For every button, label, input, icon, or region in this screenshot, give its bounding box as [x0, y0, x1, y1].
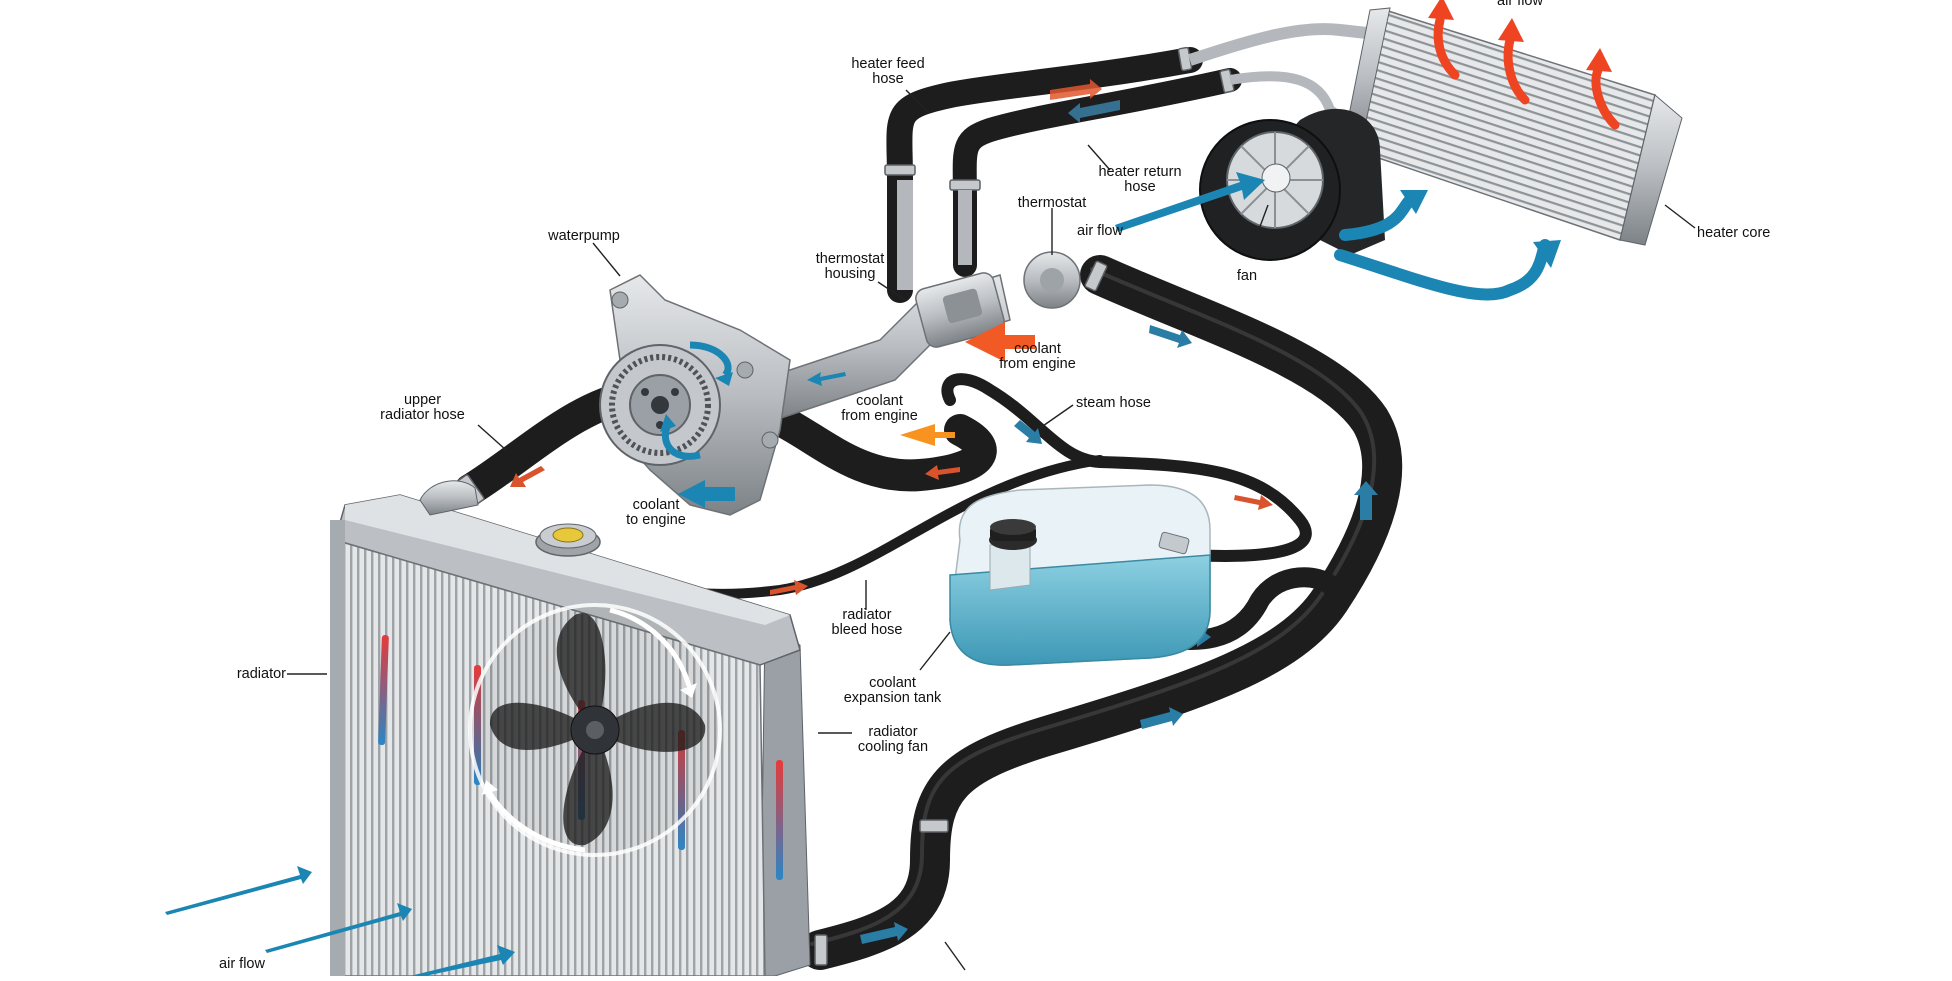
label-air-flow-bottom: air flow — [219, 956, 265, 972]
radiator — [330, 480, 811, 977]
label-steam-hose: steam hose — [1076, 395, 1151, 411]
label-air-flow-fan: air flow — [1077, 223, 1123, 239]
label-heater-feed-hose: heater feed hose — [851, 56, 925, 87]
steam-hose — [941, 373, 1312, 562]
label-heater-return-hose: heater return hose — [1098, 164, 1182, 195]
heater-feed-hose — [886, 47, 1203, 303]
label-coolant-to-engine: coolant to engine — [626, 497, 686, 528]
label-coolant-from-engine-top: coolant from engine — [999, 341, 1076, 372]
label-radiator: radiator — [236, 666, 286, 682]
heater-core — [1341, 7, 1683, 246]
radiator-cooling-fan — [468, 603, 722, 857]
radiator-temp-marker-1 — [378, 635, 389, 746]
waterpump — [599, 274, 846, 516]
air-flow-arrows — [165, 0, 1620, 976]
label-upper-radiator-hose: upper radiator hose — [380, 392, 465, 423]
heater-fan — [1199, 108, 1385, 261]
label-heater-core: heater core — [1697, 225, 1771, 241]
hoses — [454, 47, 1403, 970]
radiator-temp-marker-5 — [776, 760, 783, 880]
label-waterpump: waterpump — [548, 228, 620, 244]
label-air-flow-top: air flow — [1497, 0, 1543, 9]
label-coolant-from-engine-mid: coolant from engine — [841, 393, 918, 424]
label-radiator-bleed-hose: radiator bleed hose — [831, 607, 903, 638]
label-fan: fan — [1236, 268, 1258, 284]
label-thermostat: thermostat — [1017, 195, 1087, 211]
label-radiator-cooling-fan: radiator cooling fan — [857, 724, 929, 755]
heater-return-hose — [952, 68, 1242, 277]
hot-coolant-arrows — [900, 322, 1035, 446]
coolant-expansion-tank — [949, 484, 1211, 666]
leader-lines — [287, 89, 1696, 971]
pump-outlet-hose — [764, 404, 997, 492]
label-coolant-expansion-tank: coolant expansion tank — [843, 675, 942, 706]
label-thermostat-housing: thermostat housing — [815, 251, 885, 282]
thermostat-housing-assembly — [759, 23, 1386, 421]
